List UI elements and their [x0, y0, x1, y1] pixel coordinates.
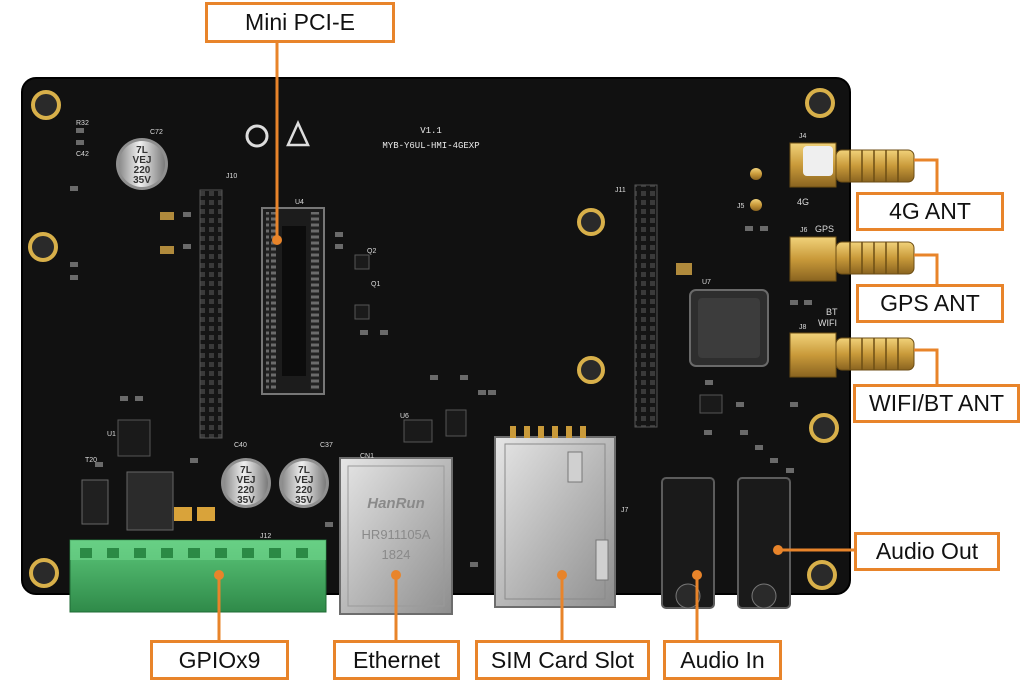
board-model-text: MYB-Y6UL-HMI-4GEXP: [382, 141, 479, 151]
silk-u1: U1: [107, 431, 116, 438]
silk-gps-label: GPS: [815, 224, 834, 234]
ic-u6: [403, 419, 433, 443]
svg-text:7L: 7L: [136, 145, 148, 156]
ethernet-brand-text: HanRun: [367, 495, 425, 512]
silk-j6: J6: [800, 227, 808, 234]
silk-t20: T20: [85, 457, 97, 464]
callout-ethernet: Ethernet: [333, 640, 460, 680]
svg-text:35V: 35V: [237, 495, 255, 506]
capacitor-c40-text: 7L VEJ 220 35V: [237, 465, 256, 506]
svg-text:7L: 7L: [240, 465, 252, 476]
silk-u7: U7: [702, 279, 711, 286]
svg-text:VEJ: VEJ: [237, 475, 256, 486]
svg-text:35V: 35V: [133, 175, 151, 186]
silk-wifi-label: WIFI: [818, 318, 837, 328]
inductor-l1: [126, 471, 174, 531]
silk-u6: U6: [400, 413, 409, 420]
capacitor-c72: [116, 138, 168, 190]
silk-r32: R32: [76, 120, 89, 127]
callout-leader-dots: [214, 235, 783, 580]
header-j10: [199, 189, 223, 439]
callout-wifi-bt-ant: WIFI/BT ANT: [853, 384, 1020, 423]
board-version-text: V1.1: [420, 126, 442, 136]
ic-u5: [445, 409, 467, 437]
audio-jack-out: [737, 477, 791, 609]
header-j11: [634, 184, 658, 428]
diode-d1: [81, 479, 109, 525]
callout-sim-slot: SIM Card Slot: [475, 640, 650, 680]
silk-c37: C37: [320, 442, 333, 449]
gpio-terminal-block: [69, 539, 327, 613]
silk-cn1: CN1: [360, 453, 374, 460]
svg-text:7L: 7L: [298, 465, 310, 476]
callout-gpio: GPIOx9: [150, 640, 289, 680]
esd-warning-icon: [286, 119, 310, 147]
silk-j10: J10: [226, 173, 237, 180]
svg-text:220: 220: [238, 485, 255, 496]
tantalum-ct1: [197, 507, 215, 521]
ethernet-part-text: HR911105A: [362, 527, 431, 542]
callout-leaders: [217, 43, 939, 640]
silk-u4: U4: [295, 199, 304, 206]
sim-card-slot: [494, 426, 616, 608]
silk-c72: C72: [150, 129, 163, 136]
silk-q1: Q1: [371, 281, 380, 288]
silk-j4: J4: [799, 133, 807, 140]
audio-jack-in: [661, 477, 715, 609]
silk-j5: J5: [737, 203, 745, 210]
smd-components: [70, 128, 812, 567]
sma-connector-wifi: [789, 332, 915, 378]
silk-j11: J11: [615, 187, 626, 194]
silk-c40: C40: [234, 442, 247, 449]
capacitor-c40: [221, 458, 271, 508]
svg-text:220: 220: [296, 485, 313, 496]
silk-bt-label: BT: [826, 307, 838, 317]
silk-q2: Q2: [367, 248, 376, 255]
tantalum-ct2: [174, 507, 192, 521]
svg-text:VEJ: VEJ: [133, 155, 152, 166]
ic-q2: [354, 304, 370, 320]
ic-u1: [117, 419, 151, 457]
ufl-connector-gps: [750, 199, 762, 211]
capacitor-c37-text: 7L VEJ 220 35V: [295, 465, 314, 506]
crystal-y2: [676, 263, 692, 275]
callout-4g-ant: 4G ANT: [856, 192, 1004, 231]
silk-j8: J8: [799, 324, 807, 331]
ethernet-code-text: 1824: [382, 547, 411, 562]
silk-4g-label: 4G: [797, 197, 809, 207]
svg-text:35V: 35V: [295, 495, 313, 506]
capacitor-c37: [279, 458, 329, 508]
sma-connector-gps: [789, 236, 915, 282]
capacitor-c72-text: 7L VEJ 220 35V: [133, 145, 152, 186]
callout-audio-in: Audio In: [663, 640, 782, 680]
ufl-connector-4g: [750, 168, 762, 180]
silk-c42: C42: [76, 151, 89, 158]
sma-connector-4g: [789, 142, 915, 188]
callout-gps-ant: GPS ANT: [856, 284, 1004, 323]
mini-pcie-socket: [261, 207, 325, 395]
silk-j7: J7: [621, 507, 629, 514]
callout-audio-out: Audio Out: [854, 532, 1000, 571]
ic-q1: [354, 254, 370, 270]
logo-circle-icon: [245, 124, 269, 148]
svg-text:VEJ: VEJ: [295, 475, 314, 486]
callout-mini-pcie: Mini PCI-E: [205, 2, 395, 43]
silk-j12: J12: [260, 533, 271, 540]
mounting-holes: [28, 88, 839, 590]
svg-text:220: 220: [134, 165, 151, 176]
ic-u3: [699, 394, 723, 414]
